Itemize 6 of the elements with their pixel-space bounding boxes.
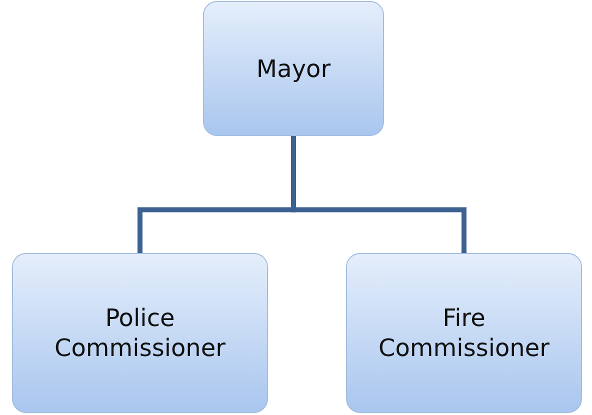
org-box	[346, 253, 582, 413]
org-box	[12, 253, 268, 413]
org-box	[203, 1, 384, 136]
role-title: Fire Commissioner	[377, 303, 551, 363]
role-title: Police Commissioner	[53, 303, 227, 363]
role-title: Mayor	[256, 54, 331, 84]
